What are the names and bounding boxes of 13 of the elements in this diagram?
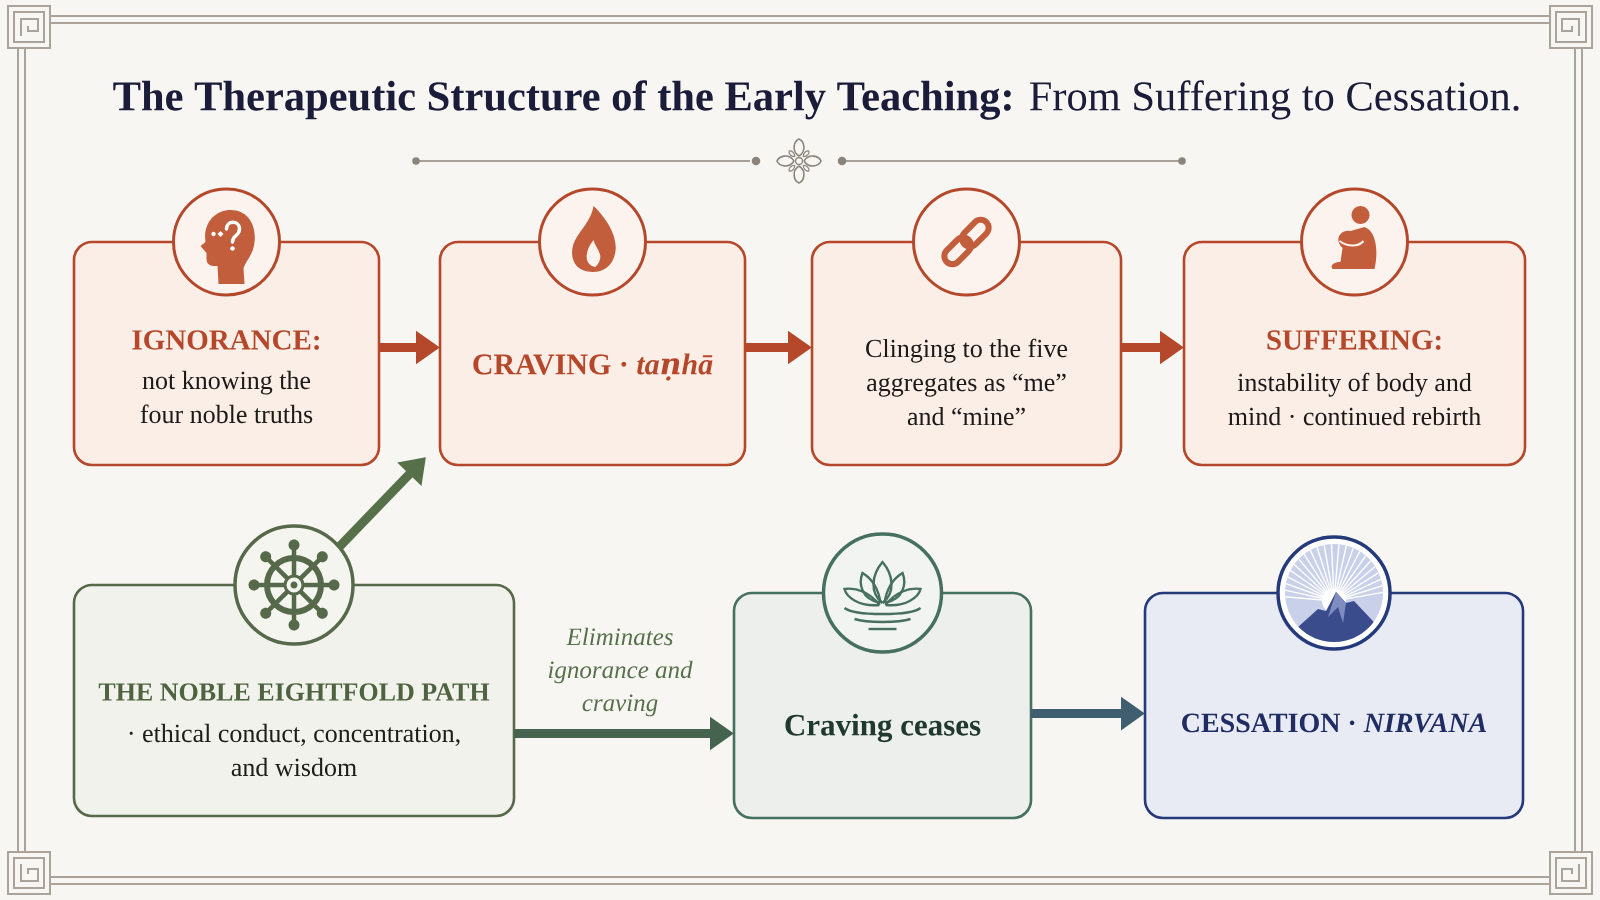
heading: CESSATION · NIRVANA [1182,713,1487,733]
arrow [335,457,426,551]
heading: CRAVING · taṇhā [473,353,713,381]
heading: Craving ceases [785,713,981,743]
title: The Therapeutic Structure of the Early Teaching: From Suffering to Cessation. [113,80,1519,120]
heading: IGNORANCE: [132,330,319,350]
description: · ethical conduct, concentration, and wisdom [129,723,460,777]
heading: SUFFERING: [1267,330,1441,350]
heading: THE NOBLE EIGHTFOLD PATH [98,683,490,701]
description: not knowing the four noble truths [140,370,313,424]
description: Clinging to the five aggregates as “me” and “mine” [866,338,1068,426]
edge-label: Eliminates ignorance and craving [536,626,704,718]
description: instability of body and mind · continued rebirth [1228,372,1481,426]
